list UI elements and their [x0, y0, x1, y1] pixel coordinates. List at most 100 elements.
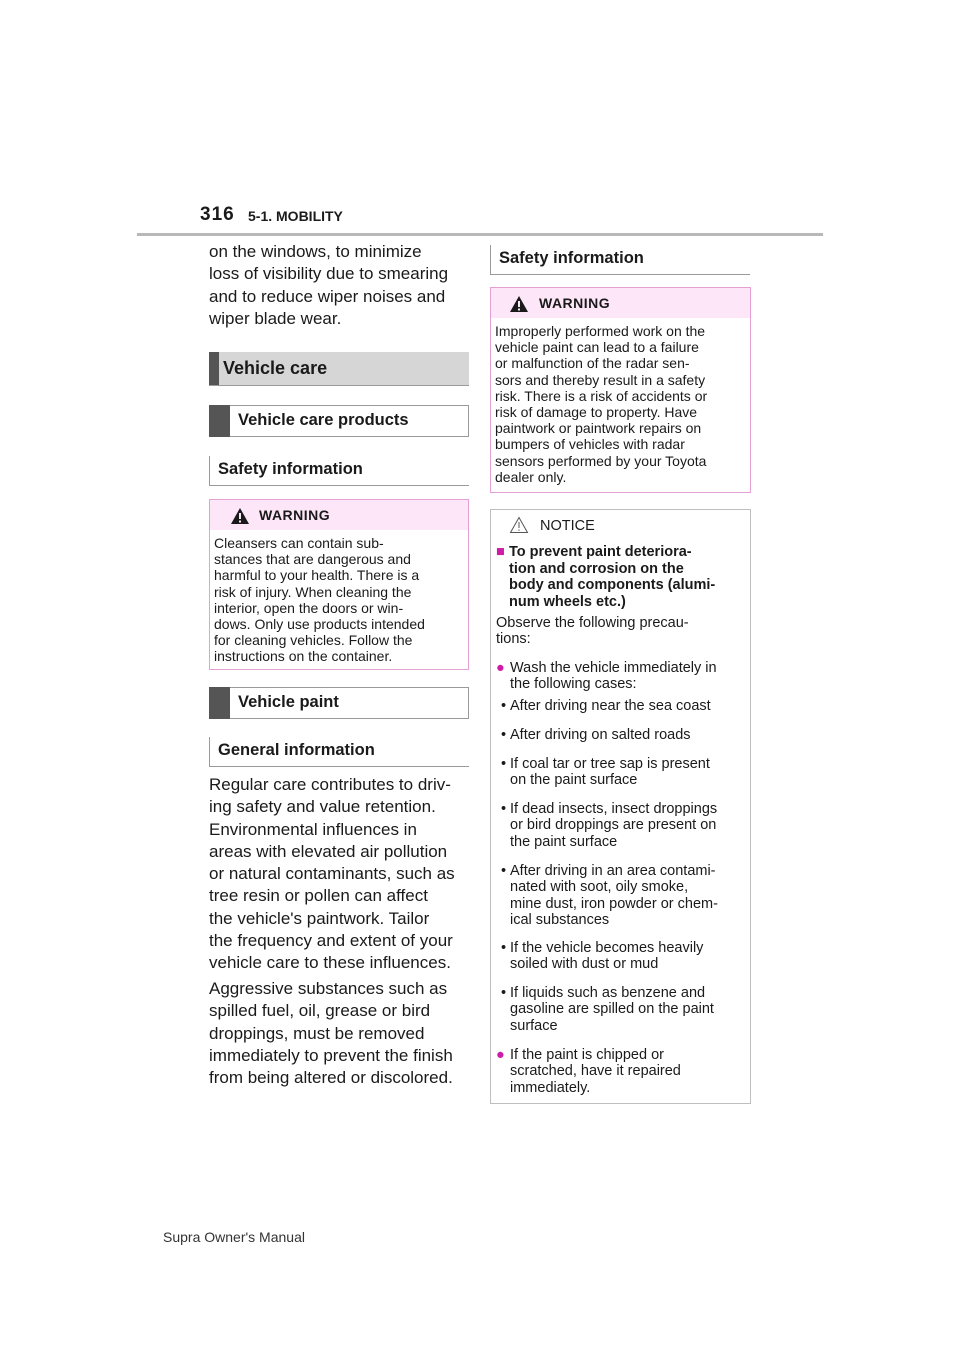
list-item: • If liquids such as benzene and gasolin… [501, 985, 746, 1034]
footer-manual-name: Supra Owner's Manual [163, 1229, 305, 1245]
text-line: body and components (alumi- [509, 577, 716, 593]
heading-vehicle-care-products: Vehicle care products [209, 405, 469, 437]
text-line: stances that are dangerous and [214, 551, 411, 568]
section-label: 5-1. MOBILITY [248, 208, 343, 224]
text-line: sors and thereby result in a safety [495, 371, 706, 388]
text-line: risk of damage to property. Have [495, 404, 698, 421]
text-line: After driving near the sea coast [510, 698, 711, 714]
text-line: risk. There is a risk of accidents or [495, 387, 708, 404]
page-number: 316 [200, 204, 235, 225]
text-line: Wash the vehicle immediately in [510, 660, 717, 676]
text-line: the frequency and extent of your [209, 931, 453, 951]
text-line: instructions on the container. [214, 648, 393, 665]
text-line: surface [510, 1017, 558, 1034]
text-line: To prevent paint deteriora- [509, 544, 692, 560]
text-line: or malfunction of the radar sen- [495, 355, 690, 372]
text-line: tions: [496, 631, 531, 648]
notice-label: NOTICE [540, 518, 595, 534]
notice-observe-text: Observe the following precau- tions: [496, 615, 746, 648]
text-line: on the windows, to minimize [209, 242, 422, 261]
heading-general-information: General information [209, 737, 469, 767]
paragraph-regular-care: Regular care contributes to driv- ing sa… [209, 774, 469, 975]
heading-text: Vehicle paint [238, 693, 339, 711]
heading-safety-information-right: Safety information [490, 245, 750, 275]
text-line: spilled fuel, oil, grease or bird [209, 1001, 431, 1021]
text-line: for cleaning vehicles. Follow the [214, 632, 413, 649]
list-item: • After driving near the sea coast [501, 698, 746, 714]
heading-vehicle-paint: Vehicle paint [209, 687, 469, 719]
heading-bar [209, 352, 219, 385]
text-line: If dead insects, insect droppings [510, 801, 718, 817]
text-line: or natural contaminants, such as [209, 864, 455, 884]
circle-bullet-icon: ● [496, 1047, 505, 1063]
text-line: vehicle care to these influences. [209, 953, 451, 973]
text-line: nated with soot, oily smoke, [510, 879, 689, 896]
text-line: dealer only. [495, 468, 567, 485]
text-line: Regular care contributes to driv- [209, 775, 451, 794]
text-line: If the paint is chipped or [510, 1047, 664, 1063]
notice-wash-item: ● Wash the vehicle immediately in the fo… [496, 660, 746, 693]
heading-bar [209, 687, 230, 719]
text-line: soiled with dust or mud [510, 956, 659, 973]
text-line: droppings, must be removed [209, 1023, 425, 1043]
notice-chipped-item: ● If the paint is chipped or scratched, … [496, 1047, 746, 1096]
header-divider [137, 233, 823, 236]
text-line: Environmental influences in [209, 819, 417, 839]
text-line: Cleansers can contain sub- [214, 535, 384, 551]
text-line: loss of visibility due to smearing [209, 264, 449, 284]
text-line: mine dust, iron powder or chem- [510, 895, 718, 912]
warning-text: Improperly performed work on the vehicle… [491, 318, 750, 485]
list-item: • If the vehicle becomes heavily soiled … [501, 940, 746, 973]
bullet-icon: • [501, 940, 507, 956]
text-line: paintwork or paintwork repairs on [495, 420, 702, 437]
list-item: • If coal tar or tree sap is present on … [501, 756, 746, 789]
text-line: the following cases: [510, 676, 637, 693]
bullet-icon: • [501, 756, 507, 772]
list-item: • After driving on salted roads [501, 727, 746, 743]
text-line: on the paint surface [510, 772, 638, 789]
text-line: the vehicle's paintwork. Tailor [209, 908, 430, 928]
circle-bullet-icon: ● [496, 660, 505, 676]
text-line: If liquids such as benzene and [510, 985, 706, 1001]
text-line: bumpers of vehicles with radar [495, 436, 685, 453]
list-item: • After driving in an area contami- nate… [501, 863, 746, 928]
warning-box-paint: WARNING Improperly performed work on the… [490, 287, 751, 493]
warning-box-cleansers: WARNING Cleansers can contain sub- stanc… [209, 499, 469, 670]
heading-safety-information: Safety information [209, 456, 469, 486]
text-line: ical substances [510, 911, 610, 928]
text-line: If coal tar or tree sap is present [510, 756, 710, 772]
heading-bar [209, 405, 230, 437]
bullet-icon: • [501, 985, 507, 1001]
text-line: or bird droppings are present on [510, 817, 717, 834]
warning-header: WARNING [210, 500, 468, 530]
warning-label: WARNING [539, 295, 611, 311]
warning-triangle-icon [510, 296, 528, 312]
text-line: Aggressive substances such as [209, 979, 448, 998]
text-line: and to reduce wiper noises and [209, 286, 446, 306]
heading-text: Safety information [218, 460, 363, 478]
text-line: sensors performed by your Toyota [495, 452, 707, 469]
text-line: gasoline are spilled on the paint [510, 1001, 714, 1018]
text-line: wiper blade wear. [209, 308, 342, 328]
notice-title: ■ To prevent paint deteriora- tion and c… [496, 544, 746, 610]
notice-box: NOTICE ■ To prevent paint deteriora- tio… [490, 509, 751, 1104]
bullet-icon: • [501, 727, 507, 743]
warning-header: WARNING [491, 288, 750, 318]
text-line: tree resin or pollen can affect [209, 886, 428, 906]
text-line: dows. Only use products intended [214, 616, 425, 633]
text-line: areas with elevated air pollution [209, 841, 448, 861]
warning-triangle-icon [231, 508, 249, 524]
text-line: immediately. [510, 1079, 591, 1096]
text-line: vehicle paint can lead to a failure [495, 339, 699, 356]
heading-text: Safety information [499, 249, 644, 267]
warning-label: WARNING [259, 507, 331, 523]
text-line: If the vehicle becomes heavily [510, 940, 704, 956]
square-bullet-icon: ■ [496, 544, 505, 560]
heading-text: Vehicle care products [238, 411, 409, 429]
text-line: harmful to your health. There is a [214, 567, 420, 584]
warning-text: Cleansers can contain sub- stances that … [210, 530, 468, 665]
list-item: • If dead insects, insect droppings or b… [501, 801, 746, 850]
text-line: interior, open the doors or win- [214, 599, 404, 616]
text-line: risk of injury. When cleaning the [214, 583, 412, 600]
text-line: num wheels etc.) [509, 593, 626, 610]
